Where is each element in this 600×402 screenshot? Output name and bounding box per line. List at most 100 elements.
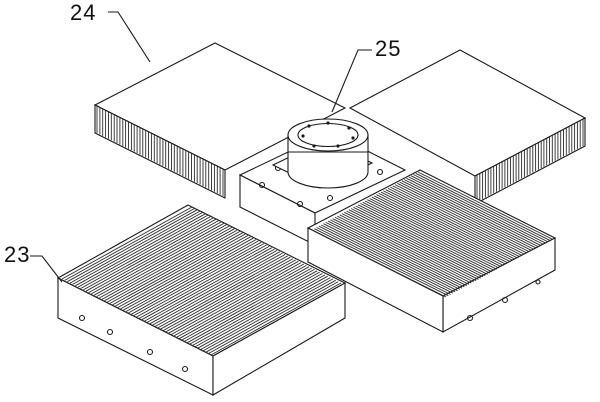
fin-line (330, 219, 465, 288)
fin-line (341, 213, 477, 282)
side-screw (466, 314, 474, 322)
heatsink-front-right (306, 169, 557, 333)
fin-line (85, 218, 217, 292)
fin-line (355, 205, 491, 274)
fin-line (93, 222, 225, 296)
side-screw (181, 365, 189, 373)
fin-line (165, 259, 297, 333)
fin-line (357, 204, 493, 273)
fin-line (146, 250, 278, 323)
fin-line (350, 208, 486, 277)
fin-line (186, 270, 318, 344)
fin-line (125, 239, 257, 312)
fin-line (80, 216, 211, 289)
fin-line (138, 246, 270, 319)
fin-line (376, 194, 511, 263)
fin-line (325, 221, 461, 290)
fin-line (96, 224, 227, 297)
fin-line (362, 201, 497, 270)
fin-line (390, 186, 525, 255)
fin-line (318, 225, 454, 294)
fin-line (170, 262, 302, 335)
fin-line (392, 185, 527, 254)
fin-line (133, 243, 265, 316)
fin-line (122, 237, 254, 311)
fin-line (378, 192, 514, 261)
fin-line (344, 211, 479, 280)
fin-line (83, 217, 214, 291)
fin-line (403, 179, 539, 248)
fin-line (210, 282, 342, 356)
fin-line (353, 206, 488, 275)
fin-line (385, 189, 520, 258)
fin-line (415, 172, 550, 241)
motor-bolt (351, 136, 355, 140)
fin-line (327, 220, 463, 289)
side-screw (535, 279, 541, 285)
fin-line (67, 209, 198, 283)
side-screw (501, 296, 509, 304)
fin-line (173, 263, 305, 337)
fin-line (154, 254, 286, 327)
fin-line (337, 215, 472, 284)
fin-line (373, 195, 509, 264)
fin-line (387, 187, 523, 256)
motor-bolt (326, 121, 330, 125)
motor-bolt (336, 144, 340, 148)
hub-screw (296, 200, 304, 208)
fin-line (144, 248, 275, 322)
fin-line (408, 176, 544, 245)
fin-line (314, 228, 449, 297)
heatsink-back-right (348, 49, 587, 205)
fin-line (114, 233, 246, 307)
heatsink-front-left (56, 204, 347, 396)
side-screw (146, 348, 154, 356)
motor-bolt (347, 126, 351, 130)
hub-screw (326, 194, 334, 202)
fin-line (394, 184, 530, 253)
fin-line (311, 229, 447, 298)
fin-line (348, 209, 484, 278)
fin-line (323, 223, 458, 292)
fin-line (61, 206, 193, 280)
fin-line (197, 275, 328, 349)
fin-line (184, 269, 315, 342)
fin-line (208, 281, 339, 354)
fin-line (410, 175, 546, 244)
fin-group-back-left (96, 106, 224, 196)
fin-line (149, 251, 281, 325)
fin-line (202, 278, 334, 352)
fin-line (101, 227, 233, 300)
fin-line (168, 260, 299, 334)
fin-line (401, 180, 537, 249)
fin-line (332, 218, 467, 287)
fin-line (162, 258, 294, 331)
fin-line (371, 196, 507, 265)
fin-line (320, 224, 456, 293)
fin-line (75, 213, 206, 287)
fin-line (399, 181, 534, 250)
fin-line (339, 214, 474, 283)
fin-line (380, 191, 516, 260)
fin-line (406, 177, 541, 246)
fin-line (104, 228, 235, 302)
heatsink-front-left-side (212, 282, 346, 396)
hub-screw (258, 181, 266, 189)
fin-line (200, 277, 331, 350)
fin-line (369, 198, 504, 266)
leader-line-24 (108, 11, 151, 63)
fin-line (316, 227, 451, 295)
fin-line (346, 210, 481, 279)
motor-bolt (301, 134, 305, 138)
fin-line (64, 208, 195, 281)
callout-label-23: 23 (4, 242, 30, 267)
fin-line (192, 273, 323, 346)
fin-line (413, 174, 548, 242)
fin-line (176, 265, 307, 338)
fin-line (334, 216, 470, 285)
side-screw (106, 328, 114, 336)
motor-bolt (312, 144, 316, 148)
fin-line (117, 235, 249, 308)
